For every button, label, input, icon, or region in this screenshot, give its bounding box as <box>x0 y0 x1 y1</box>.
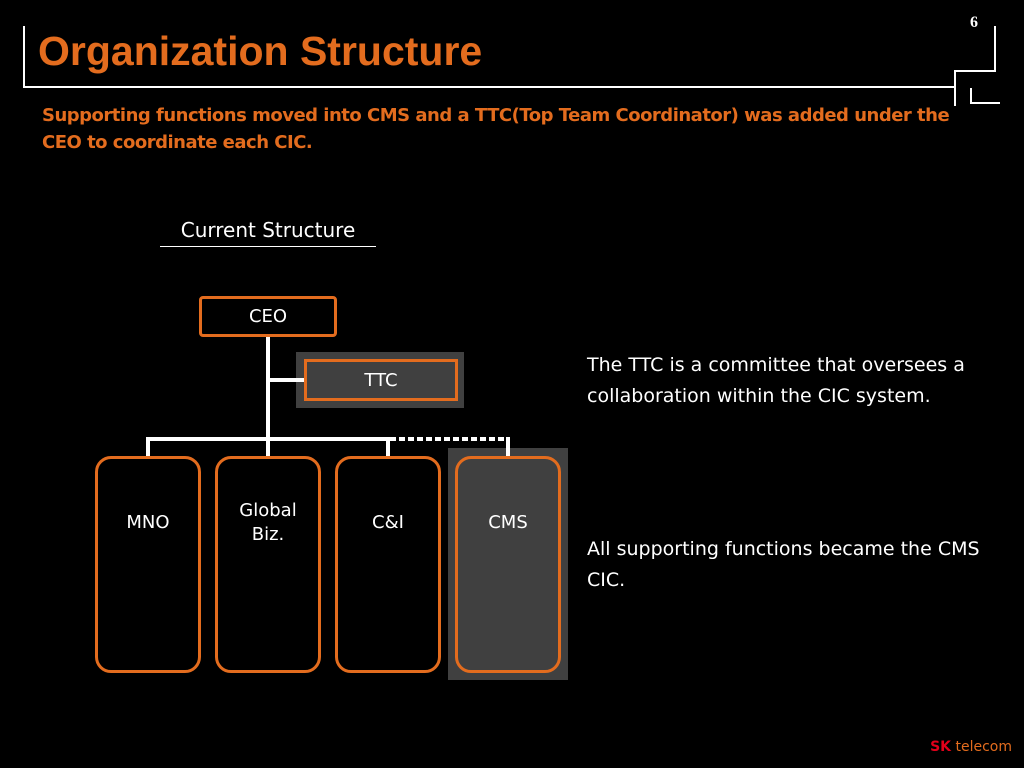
frame-corner-inner-vertical <box>970 88 972 104</box>
brand-telecom: telecom <box>955 739 1012 755</box>
frame-corner-right-vertical <box>994 26 996 72</box>
sk-telecom-logo: SK telecom <box>930 739 1012 755</box>
cic-box-cni: C&I <box>335 456 441 673</box>
ceo-box: CEO <box>199 296 337 337</box>
note-cms-description: All supporting functions became the CMS … <box>587 538 980 591</box>
cic-box-mno: MNO <box>95 456 201 673</box>
frame-corner-horizontal-upper <box>954 70 996 72</box>
brand-sk: SK <box>930 739 952 755</box>
note-ttc-description: The TTC is a committee that oversees a c… <box>587 354 965 407</box>
page-number: 6 <box>970 14 978 31</box>
frame-corner-vertical <box>954 70 956 106</box>
cic-label-global-biz: Global Biz. <box>239 500 297 545</box>
ttc-box: TTC <box>304 359 458 401</box>
slide-subtitle: Supporting functions moved into CMS and … <box>42 105 950 153</box>
cic-box-global-biz: Global Biz. <box>215 456 321 673</box>
diagram-section-label: Current Structure <box>180 218 356 242</box>
frame-left-vertical <box>23 26 25 88</box>
frame-corner-horizontal-lower <box>970 102 1000 104</box>
slide-title: Organization Structure <box>38 28 483 74</box>
cic-box-cms: CMS <box>455 456 561 673</box>
frame-top-horizontal <box>23 86 955 88</box>
section-label-underline <box>160 246 376 247</box>
